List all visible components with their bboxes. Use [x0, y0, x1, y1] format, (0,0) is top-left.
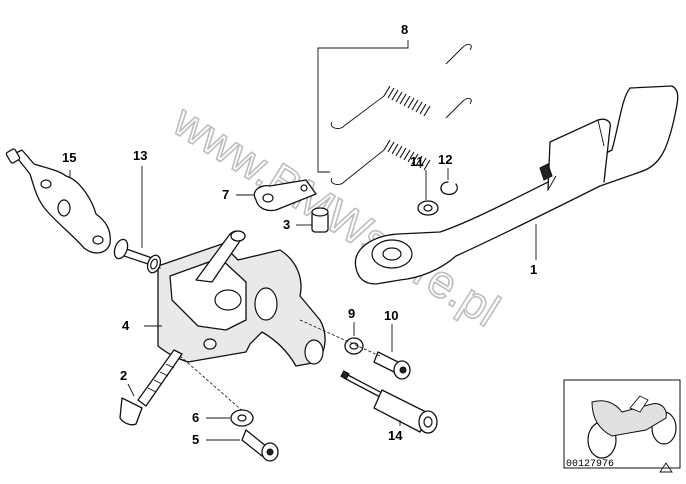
callout-12[interactable]: 12 [438, 152, 452, 167]
callout-7[interactable]: 7 [222, 187, 229, 202]
callout-15[interactable]: 15 [62, 150, 76, 165]
callout-9[interactable]: 9 [348, 306, 355, 321]
spring-plate[interactable] [253, 179, 317, 212]
reference-number: 00127976 [566, 459, 614, 470]
mounting-bracket[interactable] [157, 230, 326, 367]
bolt-2[interactable] [119, 349, 183, 426]
callout-11[interactable]: 11 [410, 154, 424, 169]
spring-upper[interactable] [330, 43, 472, 129]
sleeve-3[interactable] [311, 207, 329, 233]
callout-5[interactable]: 5 [192, 432, 199, 447]
thumbnail: 00127976 [563, 379, 681, 470]
callout-6[interactable]: 6 [192, 410, 199, 425]
callout-13[interactable]: 13 [133, 148, 147, 163]
triangle-icon [659, 462, 673, 473]
washer-11[interactable] [417, 200, 439, 216]
washer-9[interactable] [344, 337, 364, 355]
callout-1[interactable]: 1 [530, 262, 537, 277]
callout-4[interactable]: 4 [122, 318, 130, 333]
bolt-14[interactable] [340, 370, 438, 434]
bolt-5[interactable] [241, 429, 279, 462]
callout-2[interactable]: 2 [120, 368, 127, 383]
leader-8 [318, 40, 409, 49]
axis-2 [179, 355, 247, 415]
washer-6[interactable] [230, 409, 254, 427]
callout-3[interactable]: 3 [283, 217, 290, 232]
leader-2 [127, 383, 135, 397]
side-stand[interactable] [354, 85, 679, 285]
callout-14[interactable]: 14 [388, 428, 403, 443]
callout-10[interactable]: 10 [384, 308, 398, 323]
bolt-10[interactable] [373, 351, 411, 380]
motorcycle-thumbnail-icon [587, 395, 677, 459]
spring-lower[interactable] [330, 97, 472, 185]
callout-8[interactable]: 8 [401, 22, 408, 37]
bushing-13[interactable] [112, 238, 163, 275]
circlip-12[interactable] [440, 181, 458, 196]
stand-arm[interactable] [5, 148, 111, 254]
spring-bracket [317, 47, 330, 173]
